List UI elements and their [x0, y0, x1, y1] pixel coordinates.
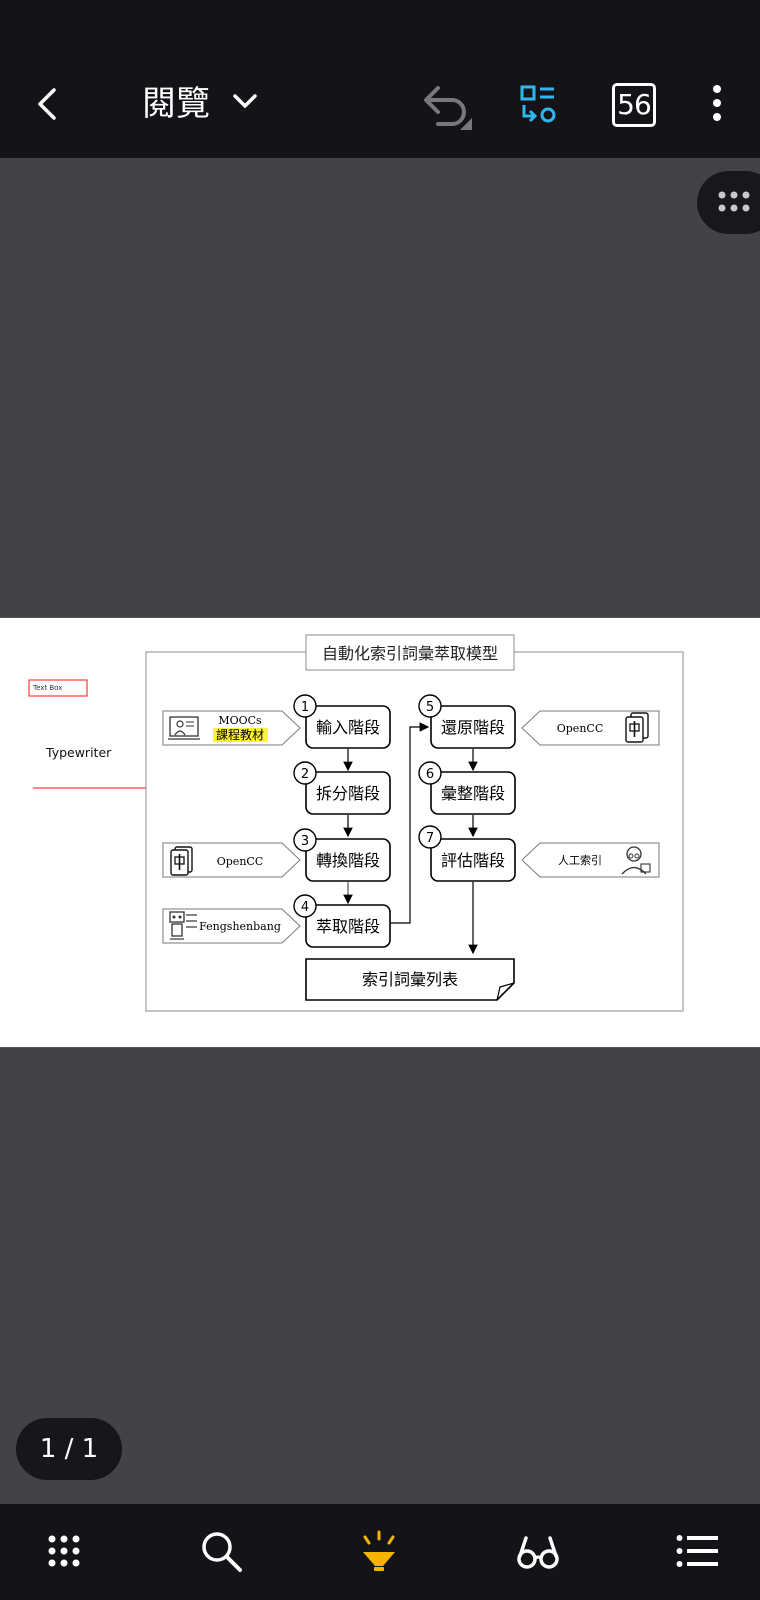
svg-text:5: 5 — [426, 700, 434, 715]
stage-2: 拆分階段 2 — [293, 761, 391, 815]
apps-grid-icon[interactable] — [48, 1535, 80, 1567]
svg-text:3: 3 — [301, 834, 309, 849]
stage-4: 萃取階段 4 — [293, 894, 391, 948]
page-title: 閱覽 — [142, 84, 210, 124]
reflow-layout-icon[interactable] — [518, 84, 558, 124]
input-opencc-right: OpenCC — [521, 710, 660, 746]
svg-text:MOOCs: MOOCs — [218, 714, 262, 727]
stage-7: 評估階段 7 — [418, 825, 516, 882]
stage-6: 彙整階段 6 — [418, 761, 516, 815]
bottom-toolbar — [0, 1504, 760, 1600]
svg-text:還原階段: 還原階段 — [441, 718, 505, 737]
input-moocs: MOOCs 課程教材 — [162, 710, 301, 746]
svg-text:萃取階段: 萃取階段 — [316, 917, 380, 936]
svg-text:輸入階段: 輸入階段 — [316, 718, 380, 737]
input-opencc-left: OpenCC — [162, 842, 301, 878]
highlight-mark — [213, 728, 268, 742]
grid-dots-icon — [718, 191, 750, 212]
floating-menu-button[interactable] — [697, 171, 760, 234]
diagram-title: 自動化索引詞彙萃取模型 — [322, 644, 498, 663]
svg-text:課程教材: 課程教材 — [216, 727, 264, 742]
undo-icon[interactable] — [418, 82, 474, 132]
highlight-lamp-icon[interactable] — [359, 1530, 399, 1574]
librarian-icon — [621, 846, 651, 875]
svg-text:OpenCC: OpenCC — [557, 722, 604, 735]
document-canvas: Text Box Typewriter 自動化索引詞彙萃取模型 輸入階段 1 拆… — [28, 634, 684, 1012]
svg-text:Fengshenbang: Fengshenbang — [199, 920, 281, 933]
connectors — [343, 722, 478, 955]
teacher-icon — [168, 716, 200, 740]
top-toolbar: 閱覽 56 — [0, 0, 760, 158]
svg-text:轉換階段: 轉換階段 — [316, 851, 380, 870]
page-indicator[interactable]: 1 / 1 — [16, 1418, 122, 1480]
chevron-left-icon[interactable] — [32, 84, 62, 124]
glasses-icon[interactable] — [516, 1532, 560, 1572]
svg-text:人工索引: 人工索引 — [558, 853, 602, 867]
svg-text:拆分階段: 拆分階段 — [316, 784, 380, 803]
svg-text:OpenCC: OpenCC — [217, 855, 264, 868]
diagram-title-box — [305, 634, 515, 671]
svg-text:7: 7 — [426, 831, 434, 846]
mahjong-tile-icon — [625, 712, 649, 743]
mahjong-tile-icon — [170, 846, 193, 876]
stage-3: 轉換階段 3 — [293, 828, 391, 882]
search-icon[interactable] — [200, 1530, 244, 1574]
svg-text:索引詞彙列表: 索引詞彙列表 — [362, 970, 458, 989]
robot-icon — [169, 911, 197, 940]
list-icon[interactable] — [676, 1534, 718, 1568]
chevron-down-icon[interactable] — [230, 90, 260, 114]
svg-text:1: 1 — [301, 700, 309, 715]
svg-text:評估階段: 評估階段 — [441, 851, 505, 870]
page-count-badge[interactable]: 56 — [612, 83, 656, 127]
diagram-frame — [145, 651, 684, 1012]
text-box-annotation[interactable] — [28, 679, 88, 697]
more-vertical-icon[interactable] — [702, 84, 732, 124]
svg-text:6: 6 — [426, 767, 434, 782]
document-page[interactable]: Text Box Typewriter 自動化索引詞彙萃取模型 輸入階段 1 拆… — [0, 617, 760, 1048]
stage-1: 輸入階段 1 — [293, 694, 391, 749]
stage-5: 還原階段 5 — [418, 694, 516, 749]
svg-text:彙整階段: 彙整階段 — [441, 784, 505, 803]
text-box-label: Text Box — [32, 684, 62, 692]
output-document: 索引詞彙列表 — [305, 958, 515, 1001]
svg-text:4: 4 — [301, 900, 309, 915]
svg-text:2: 2 — [301, 767, 309, 782]
input-manual-index: 人工索引 — [521, 842, 660, 878]
typewriter-annotation[interactable]: Typewriter — [45, 745, 112, 760]
input-fengshenbang: Fengshenbang — [162, 908, 301, 944]
